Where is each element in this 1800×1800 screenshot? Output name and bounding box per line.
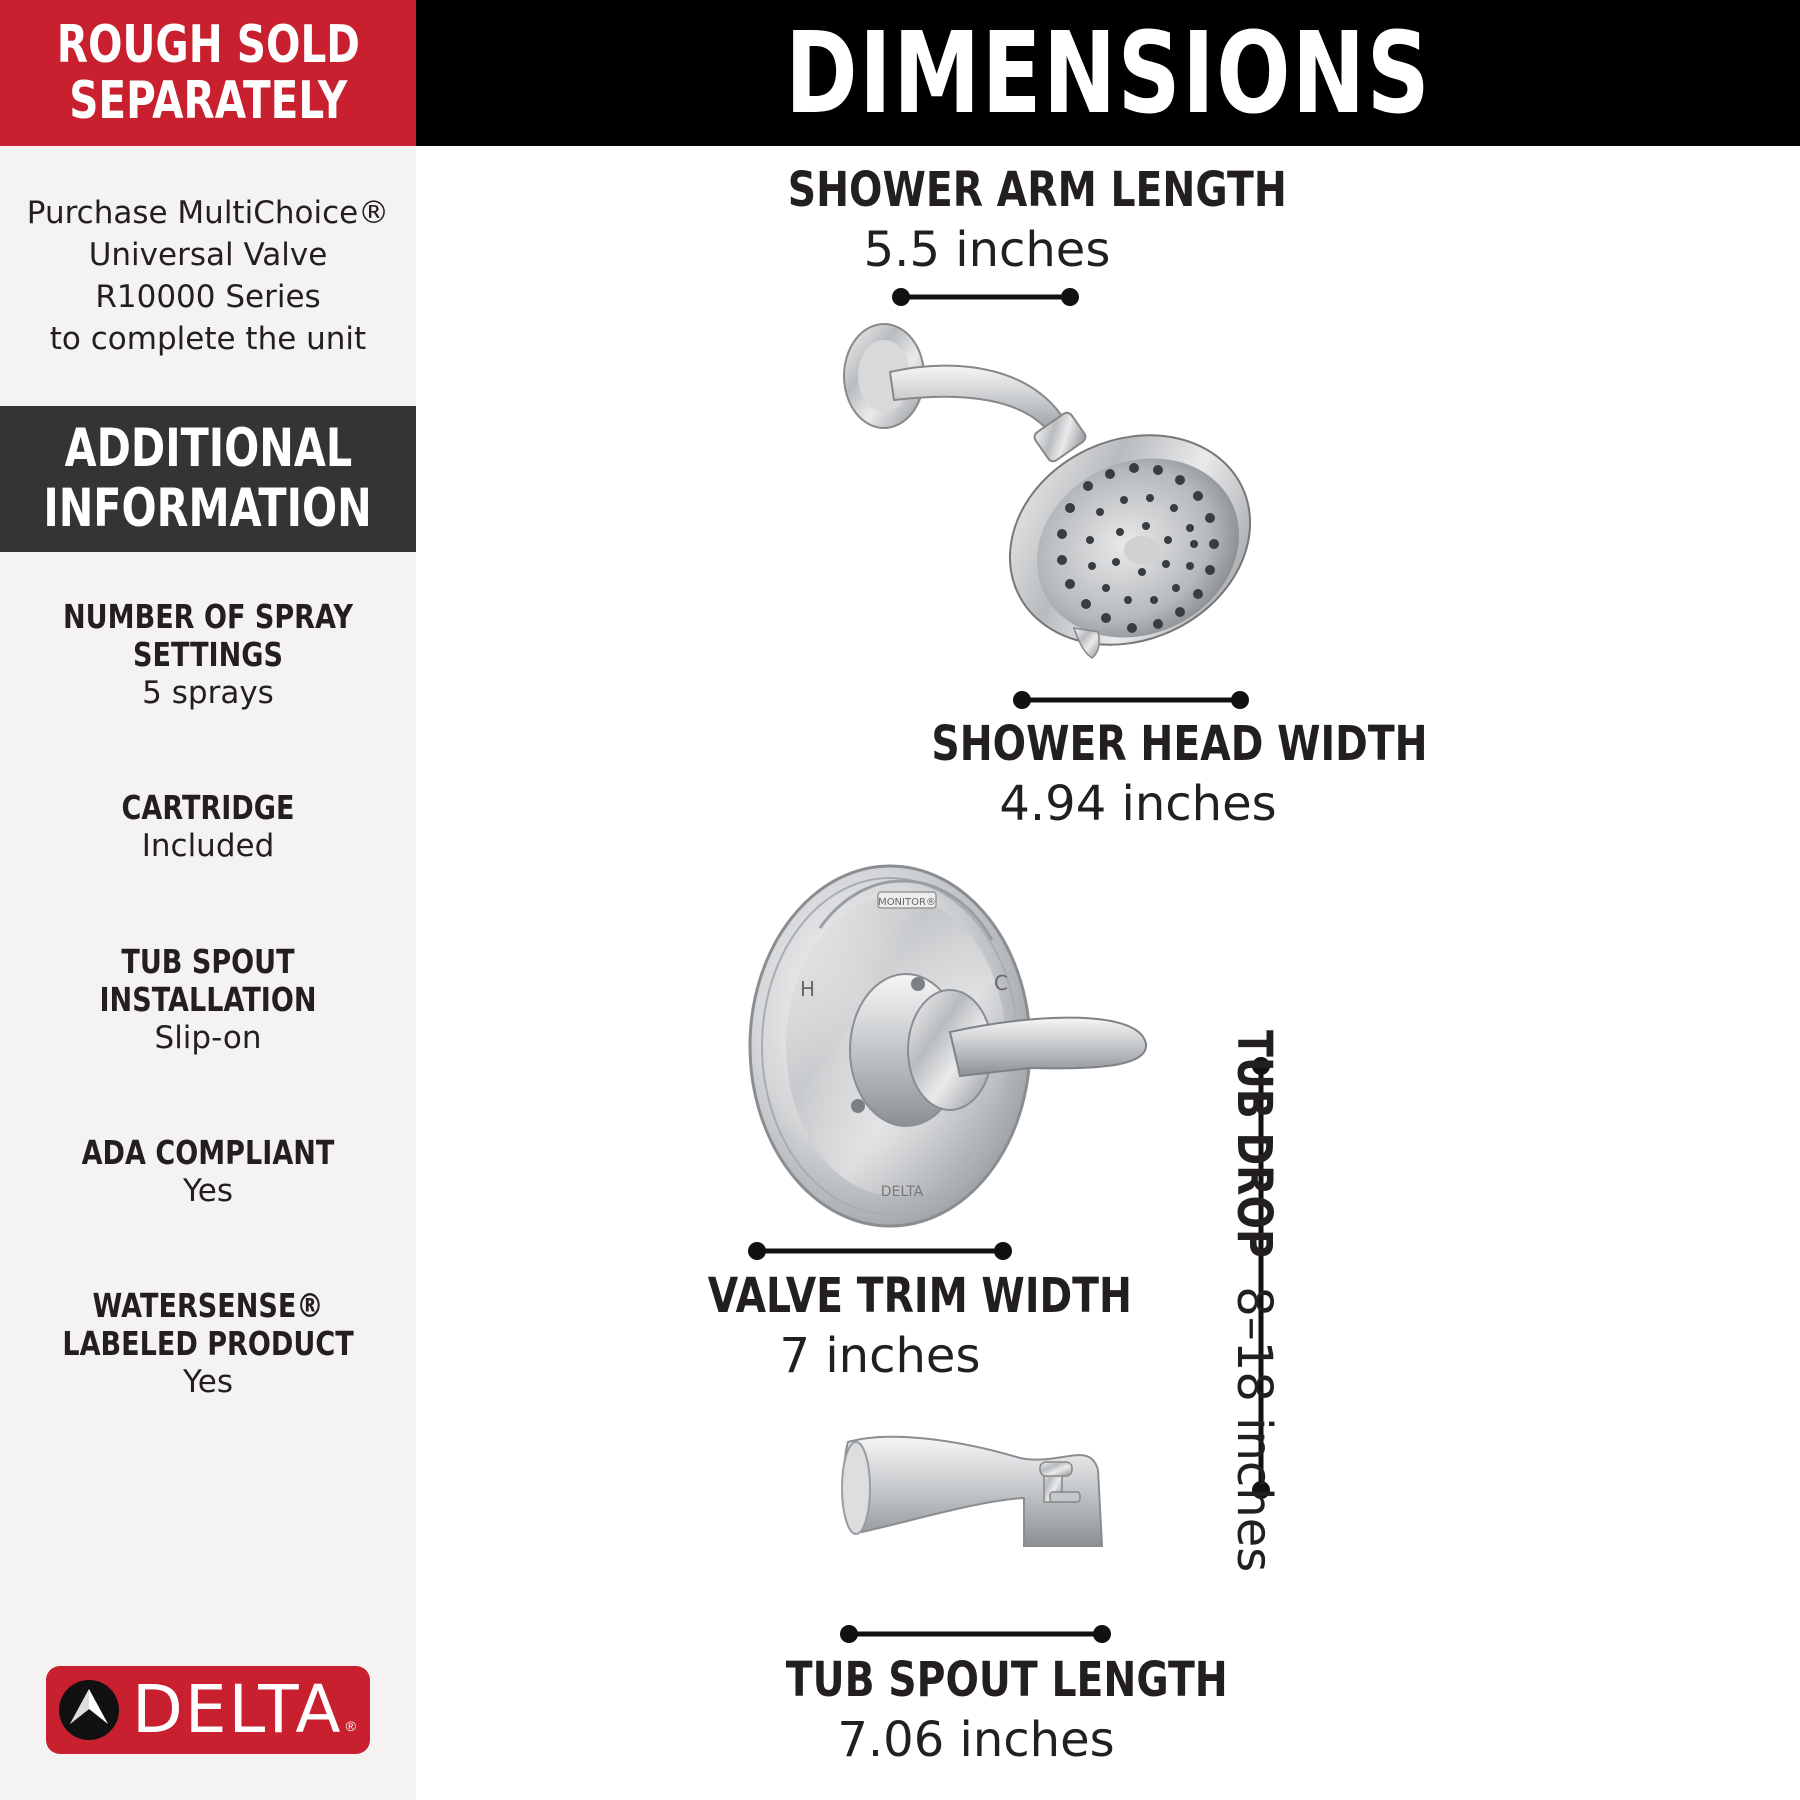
dimension-value: 5.5 inches — [863, 222, 1111, 278]
spec-spray-settings: NUMBER OF SPRAY SETTINGS 5 sprays — [0, 598, 416, 712]
dimension-label: VALVE TRIM WIDTH — [707, 1268, 1132, 1324]
purchase-line: Universal Valve — [88, 237, 328, 273]
spec-watersense: WATERSENSE® LABELED PRODUCT Yes — [0, 1287, 416, 1401]
tub-spout-dimension-line — [840, 1625, 1111, 1643]
purchase-note: Purchase MultiChoice® Universal Valve R1… — [0, 192, 416, 360]
spec-ada-compliant: ADA COMPLIANT Yes — [0, 1134, 416, 1210]
tub-drop-dimension-line — [1252, 1057, 1270, 1499]
registered-mark: ® — [345, 1718, 356, 1734]
spec-value: 5 sprays — [142, 675, 274, 711]
monitor-label: MONITOR® — [878, 897, 936, 908]
spec-value: Slip-on — [154, 1020, 262, 1056]
spec-value: Yes — [182, 1364, 234, 1400]
spec-label: LABELED PRODUCT — [62, 1324, 354, 1363]
additional-line-2: INFORMATION — [43, 478, 373, 539]
spec-label: CARTRIDGE — [121, 788, 295, 827]
dimension-label: TUB DROP — [1226, 1030, 1282, 1258]
shower-head-image — [843, 323, 1252, 659]
delta-triangle-icon — [59, 1680, 119, 1740]
rough-sold-banner: ROUGH SOLD SEPARATELY — [0, 0, 416, 146]
spec-label: SETTINGS — [133, 635, 283, 674]
spec-label: ADA COMPLIANT — [81, 1133, 335, 1172]
purchase-line: Purchase MultiChoice® — [26, 195, 390, 231]
spec-cartridge: CARTRIDGE Included — [0, 789, 416, 865]
spec-label: TUB SPOUT — [121, 942, 295, 981]
dimension-value: 8–18 inches — [1226, 1286, 1282, 1573]
shower-arm-dimension-line — [892, 288, 1079, 306]
spec-label: INSTALLATION — [99, 980, 317, 1019]
dimension-label: SHOWER HEAD WIDTH — [931, 716, 1428, 772]
dimensions-title: DIMENSIONS — [784, 9, 1432, 139]
spec-value: Included — [141, 828, 275, 864]
spec-label: NUMBER OF SPRAY — [63, 597, 353, 636]
dimension-value: 7.06 inches — [837, 1712, 1115, 1768]
rough-line-1: ROUGH SOLD — [56, 15, 360, 75]
spec-tub-spout-installation: TUB SPOUT INSTALLATION Slip-on — [0, 943, 416, 1057]
additional-information-banner: ADDITIONAL INFORMATION — [0, 406, 416, 552]
dimensions-header: DIMENSIONS — [416, 0, 1800, 146]
valve-trim-image: MONITOR® H C DELTA — [748, 864, 1148, 1228]
shower-arm-dimension: SHOWER ARM LENGTH 5.5 inches — [744, 160, 1287, 280]
tub-spout-dimension: TUB SPOUT LENGTH 7.06 inches — [744, 1650, 1228, 1770]
purchase-line: R10000 Series — [95, 279, 321, 315]
dimension-value: 4.94 inches — [999, 776, 1277, 832]
dimension-label: SHOWER ARM LENGTH — [787, 162, 1287, 218]
valve-trim-dimension: VALVE TRIM WIDTH 7 inches — [670, 1266, 1132, 1386]
hot-label: H — [800, 977, 815, 1001]
rough-line-2: SEPARATELY — [68, 71, 348, 131]
trim-brand-label: DELTA — [881, 1184, 924, 1200]
additional-line-1: ADDITIONAL — [64, 418, 352, 479]
spec-value: Yes — [182, 1173, 234, 1209]
cold-label: C — [994, 971, 1008, 995]
purchase-line: to complete the unit — [49, 321, 367, 357]
delta-logo: DELTA ® — [46, 1666, 370, 1754]
spec-label: WATERSENSE® — [92, 1286, 324, 1325]
shower-head-dimension: SHOWER HEAD WIDTH 4.94 inches — [886, 714, 1428, 834]
dimension-value: 7 inches — [779, 1328, 981, 1384]
shower-head-dimension-line — [1013, 691, 1249, 709]
delta-wordmark: DELTA — [132, 1671, 343, 1748]
tub-spout-image — [841, 1435, 1104, 1547]
valve-trim-dimension-line — [748, 1242, 1012, 1260]
dimension-label: TUB SPOUT LENGTH — [785, 1652, 1228, 1708]
sidebar: ROUGH SOLD SEPARATELY Purchase MultiChoi… — [0, 0, 416, 1800]
